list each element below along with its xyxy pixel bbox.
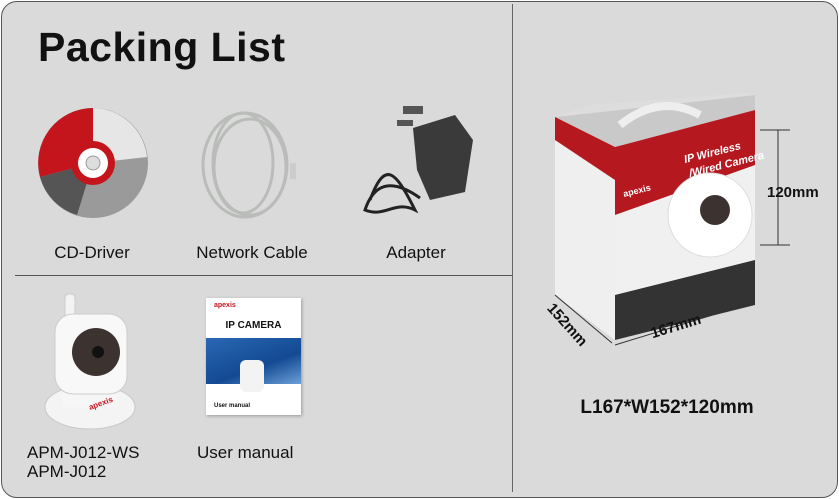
user-manual-label: User manual <box>197 443 294 462</box>
manual-heading: IP CAMERA <box>225 320 282 331</box>
box-height-label: 120mm <box>767 184 819 201</box>
product-box-image: IP Wireless /Wired Camera apexis <box>554 93 790 346</box>
manual-footer: User manual <box>214 403 251 409</box>
camera-model-label-2: APM-J012 <box>27 462 107 481</box>
network-cable-image <box>201 111 296 219</box>
manual-brand: apexis <box>214 302 236 309</box>
horizontal-divider <box>15 275 512 276</box>
network-cable-label: Network Cable <box>196 243 308 262</box>
page-title: Packing List <box>38 24 286 70</box>
adapter-image <box>363 106 473 214</box>
user-manual-image: apexis IP CAMERA User manual <box>206 298 301 415</box>
ip-camera-image: apexis <box>44 293 136 430</box>
manual-camera-photo <box>240 360 264 392</box>
vertical-divider <box>512 4 513 492</box>
cd-driver-label: CD-Driver <box>54 243 130 262</box>
cd-driver-image <box>38 108 148 218</box>
adapter-label: Adapter <box>386 243 446 262</box>
camera-model-label-1: APM-J012-WS <box>27 443 140 462</box>
box-dimensions-text: L167*W152*120mm <box>580 397 754 418</box>
